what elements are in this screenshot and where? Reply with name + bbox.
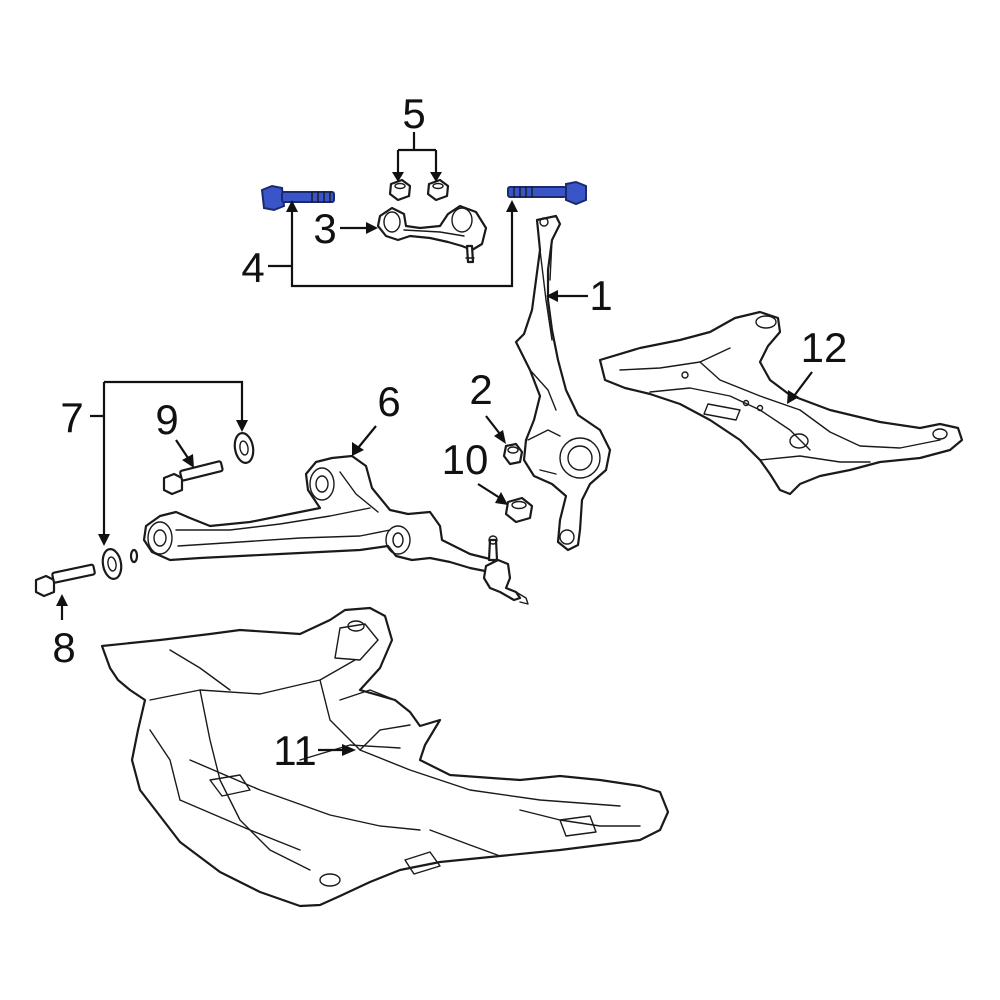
callout-5: 5 bbox=[402, 90, 425, 137]
callout-12: 12 bbox=[801, 324, 848, 371]
part-1-steering-knuckle[interactable] bbox=[514, 214, 612, 552]
part-2-bushing[interactable] bbox=[502, 442, 524, 466]
callout-11: 11 bbox=[273, 727, 317, 774]
callout-7: 7 bbox=[60, 394, 83, 441]
part-4-bolts[interactable] bbox=[260, 180, 587, 212]
leader-lines bbox=[56, 132, 813, 756]
callout-3: 3 bbox=[313, 205, 336, 252]
callout-2: 2 bbox=[469, 366, 492, 413]
part-7-washers[interactable] bbox=[101, 432, 256, 581]
part-11-subframe[interactable] bbox=[100, 606, 670, 908]
callout-10: 10 bbox=[442, 436, 489, 483]
callout-8: 8 bbox=[52, 624, 75, 671]
part-9-bolt[interactable] bbox=[162, 460, 224, 496]
callout-9: 9 bbox=[155, 396, 178, 443]
part-6-lower-control-arm[interactable] bbox=[142, 454, 529, 605]
part-12-crossmember[interactable] bbox=[598, 310, 964, 496]
callout-6: 6 bbox=[377, 378, 400, 425]
part-5-nuts[interactable] bbox=[388, 178, 450, 202]
callout-1: 1 bbox=[589, 272, 612, 319]
part-8-bolt[interactable] bbox=[34, 563, 96, 598]
part-10-nut[interactable] bbox=[504, 496, 534, 524]
callout-4: 4 bbox=[241, 244, 264, 291]
callout-labels: 1 2 3 4 5 6 7 8 9 10 11 12 bbox=[52, 90, 847, 774]
part-3-upper-control-arm[interactable] bbox=[376, 204, 488, 264]
